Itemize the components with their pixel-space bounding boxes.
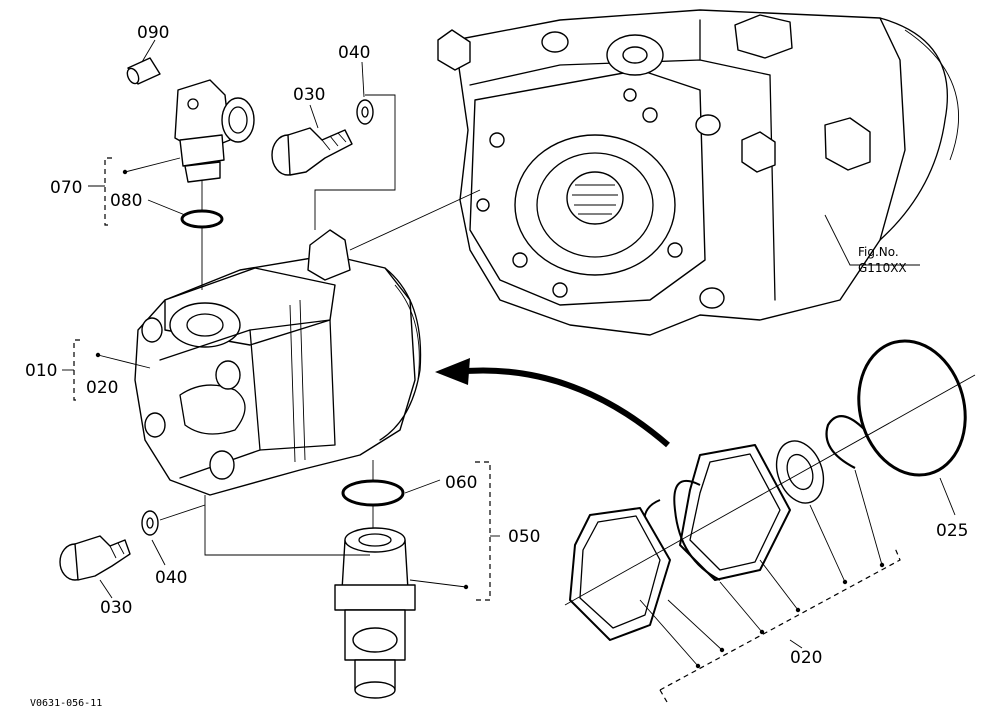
callout-060: 060	[445, 473, 477, 493]
part-080-o-ring	[180, 209, 224, 229]
part-030-bolt-bottom	[59, 535, 131, 581]
explode-arrow	[435, 358, 670, 448]
callout-010: 010	[25, 361, 57, 381]
leader-lines	[62, 39, 956, 703]
callout-080: 080	[110, 191, 142, 211]
callout-090: 090	[137, 23, 169, 43]
part-070-elbow-fitting	[174, 79, 255, 183]
part-010-hydraulic-pump	[134, 229, 422, 496]
transmission-housing	[437, 9, 959, 336]
part-040-washer-bottom	[141, 510, 159, 536]
callout-030-top: 030	[293, 85, 325, 105]
callout-030-bottom: 030	[100, 598, 132, 618]
callout-040-top: 040	[338, 43, 370, 63]
callout-020-kit: 020	[790, 648, 822, 668]
callout-070: 070	[50, 178, 82, 198]
callout-040-bottom: 040	[155, 568, 187, 588]
callout-020-pump: 020	[86, 378, 118, 398]
part-090-set-screw	[126, 57, 161, 85]
callout-025: 025	[936, 521, 968, 541]
part-040-washer-top	[356, 99, 374, 125]
figure-reference-label: Fig.No.	[858, 245, 899, 259]
part-060-o-ring	[341, 479, 405, 507]
part-025-o-ring	[857, 339, 967, 477]
figure-code: V0631-056-11	[30, 698, 102, 709]
part-050-straight-fitting	[334, 527, 416, 699]
figure-reference-number: G110XX	[858, 261, 907, 275]
part-030-bolt-top	[271, 127, 353, 176]
seal-kit-020	[564, 339, 976, 641]
callout-050: 050	[508, 527, 540, 547]
